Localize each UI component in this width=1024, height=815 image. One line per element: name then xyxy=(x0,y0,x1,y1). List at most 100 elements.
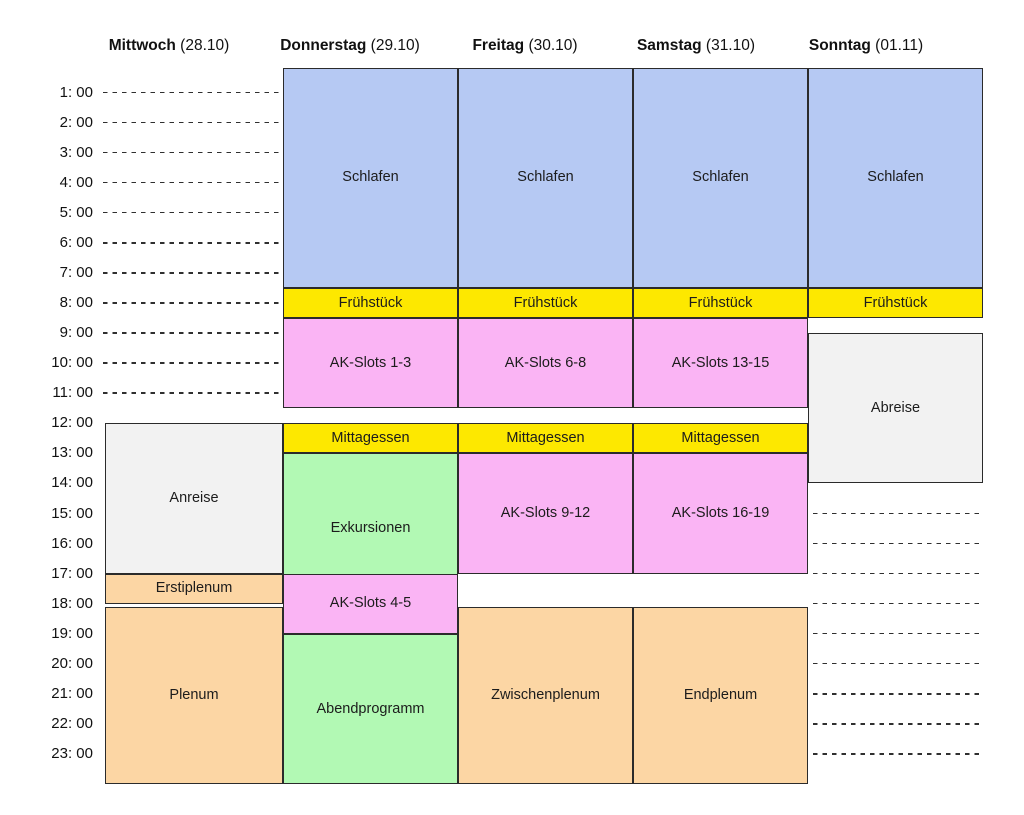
hour-dash-line xyxy=(103,271,283,274)
event-block-anreise: Anreise xyxy=(105,423,283,574)
event-label: Frühstück xyxy=(338,294,403,311)
hour-dash-line xyxy=(103,151,283,154)
hour-dash-line xyxy=(813,723,983,725)
event-label: Abendprogramm xyxy=(316,700,425,717)
event-label: Anreise xyxy=(169,490,219,506)
day-header-freitag: Freitag (30.10) xyxy=(472,37,577,54)
event-label: AK-Slots 6-8 xyxy=(504,354,587,371)
hour-dash-line xyxy=(103,91,283,94)
time-label-3: 3: 00 xyxy=(59,143,93,161)
hour-dash-line xyxy=(813,572,983,575)
time-label-15: 15: 00 xyxy=(51,504,93,522)
day-date: (01.11) xyxy=(875,37,924,54)
event-block-fr-hst-ck: Frühstück xyxy=(808,288,983,319)
time-label-17: 17: 00 xyxy=(51,564,93,582)
event-label: Mittagessen xyxy=(506,429,585,446)
event-label: Endplenum xyxy=(683,686,758,703)
event-label: Schlafen xyxy=(517,169,574,186)
day-date: (29.10) xyxy=(370,37,420,54)
time-label-1: 1: 00 xyxy=(59,83,93,101)
time-label-11: 11: 00 xyxy=(52,384,93,402)
event-label: Plenum xyxy=(169,686,219,703)
event-label: Abreise xyxy=(870,399,921,416)
event-block-ak-slots-13-15: AK-Slots 13-15 xyxy=(633,318,808,409)
hour-dash-line xyxy=(813,632,983,635)
hour-dash-line xyxy=(103,121,283,124)
event-block-zwischenplenum: Zwischenplenum xyxy=(458,606,633,785)
day-date: (30.10) xyxy=(528,37,578,54)
event-block-fr-hst-ck: Frühstück xyxy=(283,288,458,319)
hour-dash-line xyxy=(813,662,983,665)
event-label: Mittagessen xyxy=(681,429,760,446)
time-label-8: 8: 00 xyxy=(59,294,93,312)
event-block-erstiplenum: Erstiplenum xyxy=(105,573,283,604)
day-date: (28.10) xyxy=(180,37,230,54)
hour-dash-line xyxy=(103,211,283,214)
event-block-plenum: Plenum xyxy=(105,606,283,785)
event-label: AK-Slots 1-3 xyxy=(329,354,412,371)
day-name: Mittwoch xyxy=(108,37,176,54)
event-label: Schlafen xyxy=(342,169,399,186)
time-label-22: 22: 00 xyxy=(51,715,93,733)
day-date: (31.10) xyxy=(705,37,756,54)
event-block-mittagessen: Mittagessen xyxy=(458,423,633,454)
event-block-ak-slots-1-3: AK-Slots 1-3 xyxy=(283,318,458,409)
day-name: Freitag xyxy=(472,37,525,54)
event-block-schlafen: Schlafen xyxy=(458,67,633,289)
event-label: Schlafen xyxy=(867,169,924,186)
day-header-samstag: Samstag (31.10) xyxy=(637,37,755,54)
day-header-mittwoch: Mittwoch (28.10) xyxy=(109,37,230,54)
hour-dash-line xyxy=(103,241,283,244)
time-label-7: 7: 00 xyxy=(59,263,93,281)
time-label-21: 21: 00 xyxy=(51,684,93,702)
hour-dash-line xyxy=(103,181,283,184)
hour-dash-line xyxy=(813,692,983,695)
event-block-endplenum: Endplenum xyxy=(633,606,808,785)
event-block-abendprogramm: Abendprogramm xyxy=(283,633,458,785)
time-label-9: 9: 00 xyxy=(59,324,93,342)
time-label-6: 6: 00 xyxy=(59,233,93,251)
time-label-10: 10: 00 xyxy=(51,354,93,372)
time-label-23: 23: 00 xyxy=(51,745,93,763)
event-block-ak-slots-16-19: AK-Slots 16-19 xyxy=(633,453,808,574)
event-block-mittagessen: Mittagessen xyxy=(633,423,808,454)
hour-dash-line xyxy=(813,602,983,605)
event-label: Exkursionen xyxy=(330,520,411,537)
event-block-mittagessen: Mittagessen xyxy=(283,423,458,454)
time-label-14: 14: 00 xyxy=(51,474,93,492)
event-label: Zwischenplenum xyxy=(491,686,600,703)
event-label: Schlafen xyxy=(692,169,749,186)
event-block-schlafen: Schlafen xyxy=(633,67,808,289)
time-label-12: 12: 00 xyxy=(51,414,93,432)
event-label: Erstiplenum xyxy=(155,580,233,597)
event-block-fr-hst-ck: Frühstück xyxy=(633,288,808,319)
event-block-ak-slots-6-8: AK-Slots 6-8 xyxy=(458,318,633,409)
day-header-sonntag: Sonntag (01.11) xyxy=(809,37,923,54)
hour-dash-line xyxy=(103,362,283,364)
hour-dash-line xyxy=(813,512,983,515)
day-name: Sonntag xyxy=(808,37,871,54)
time-label-13: 13: 00 xyxy=(51,444,93,462)
event-label: AK-Slots 4-5 xyxy=(329,595,412,612)
time-label-18: 18: 00 xyxy=(51,594,93,612)
time-label-4: 4: 00 xyxy=(59,173,93,191)
time-label-2: 2: 00 xyxy=(59,113,93,131)
event-label: Frühstück xyxy=(863,294,928,311)
event-label: Mittagessen xyxy=(331,429,410,446)
event-block-schlafen: Schlafen xyxy=(283,67,458,289)
hour-dash-line xyxy=(103,392,283,394)
event-block-abreise: Abreise xyxy=(808,333,983,484)
hour-dash-line xyxy=(813,542,983,545)
event-label: Frühstück xyxy=(513,294,578,311)
time-label-20: 20: 00 xyxy=(51,654,93,672)
time-label-19: 19: 00 xyxy=(51,624,93,642)
event-block-fr-hst-ck: Frühstück xyxy=(458,288,633,319)
event-label: AK-Slots 9-12 xyxy=(500,505,591,522)
time-label-5: 5: 00 xyxy=(59,203,93,221)
event-label: Frühstück xyxy=(688,294,753,311)
event-block-ak-slots-9-12: AK-Slots 9-12 xyxy=(458,453,633,574)
event-label: AK-Slots 13-15 xyxy=(671,354,770,371)
hour-dash-line xyxy=(103,332,283,334)
time-label-16: 16: 00 xyxy=(51,534,93,552)
